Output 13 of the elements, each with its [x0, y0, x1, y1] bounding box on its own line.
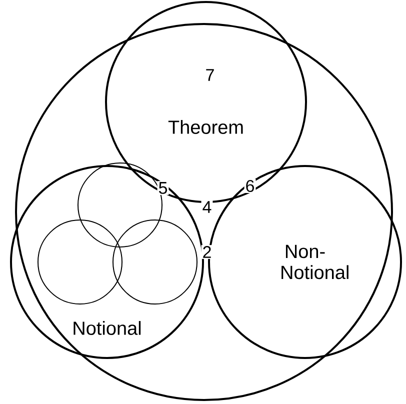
empty-circle [112, 220, 198, 304]
region-number: 2 [201, 245, 213, 259]
set-label: Notional [74, 321, 141, 335]
region-number: 6 [244, 178, 256, 194]
empty-circle [38, 220, 122, 304]
region-number: 7 [204, 68, 216, 82]
set-circle [105, 1, 307, 203]
region-number: 4 [201, 200, 213, 214]
set-label: Theorem [168, 120, 243, 134]
region-number: 5 [157, 181, 169, 195]
empty-circle [15, 23, 393, 401]
set-label: Non- Notional [282, 244, 348, 280]
set-circle [10, 165, 204, 359]
